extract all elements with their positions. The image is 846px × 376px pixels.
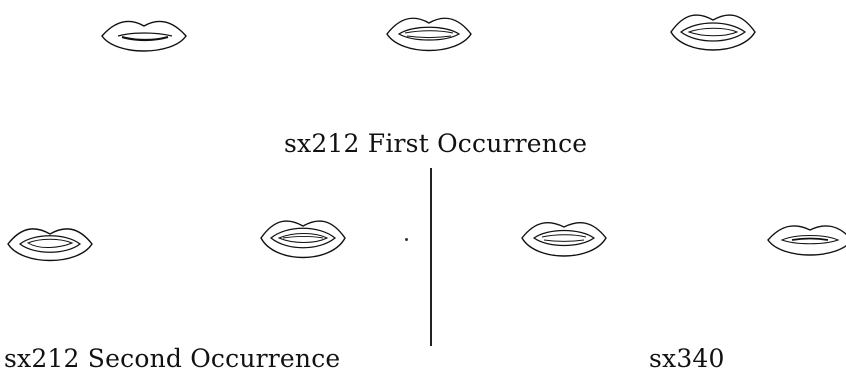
lip-contour (257, 212, 349, 264)
lip-contour-icon (101, 20, 187, 52)
lip-contour (764, 214, 846, 266)
lip-contour (4, 218, 96, 270)
lip-contour (667, 6, 759, 58)
lip-contour-icon (7, 228, 93, 262)
lip-contour (98, 10, 190, 62)
caption-second-occurrence: sx212 Second Occurrence (4, 344, 341, 373)
lip-contour-icon (521, 221, 607, 257)
caption-first-occurrence: sx212 First Occurrence (284, 129, 588, 158)
lip-contour (383, 8, 475, 60)
lip-contour (518, 212, 610, 264)
stray-dot (405, 238, 408, 241)
divider-line (430, 168, 432, 346)
lip-contour-icon (260, 220, 346, 259)
lip-contour-icon (767, 225, 846, 256)
lip-contour-icon (670, 14, 756, 51)
caption-sx340: sx340 (649, 344, 725, 373)
lip-contour-icon (386, 17, 472, 52)
